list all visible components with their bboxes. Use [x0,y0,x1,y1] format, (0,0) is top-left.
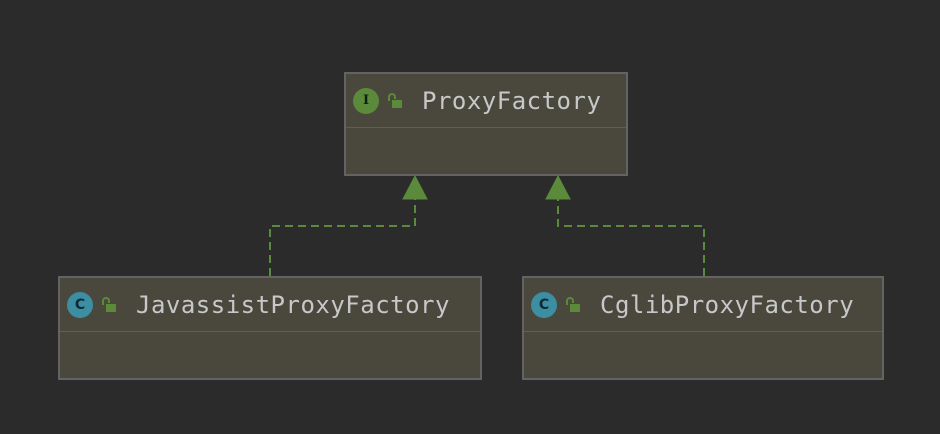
interface-badge-icon: I [353,87,379,114]
class-badge-icon: C [531,291,557,318]
edge-javassist-implements-proxyfactory [269,199,416,276]
edge-cglib-implements-proxyfactory [557,199,705,276]
node-javassist-proxy-factory[interactable]: C JavassistProxyFactory [58,276,482,380]
node-title: CglibProxyFactory [600,290,855,319]
node-cglib-proxy-factory[interactable]: C CglibProxyFactory [522,276,884,380]
class-badge-icon: C [67,291,93,318]
node-header: I ProxyFactory [346,74,626,128]
node-proxy-factory[interactable]: I ProxyFactory [344,72,628,176]
arrowhead-cglib-edge [545,174,571,200]
node-header: C JavassistProxyFactory [60,278,480,332]
node-header: C CglibProxyFactory [524,278,882,332]
unlocked-padlock-icon [102,296,116,312]
node-title: JavassistProxyFactory [136,290,450,319]
unlocked-padlock-icon [566,296,580,312]
unlocked-padlock-icon [388,92,402,108]
node-title: ProxyFactory [422,86,602,115]
arrowhead-javassist-edge [402,174,428,200]
